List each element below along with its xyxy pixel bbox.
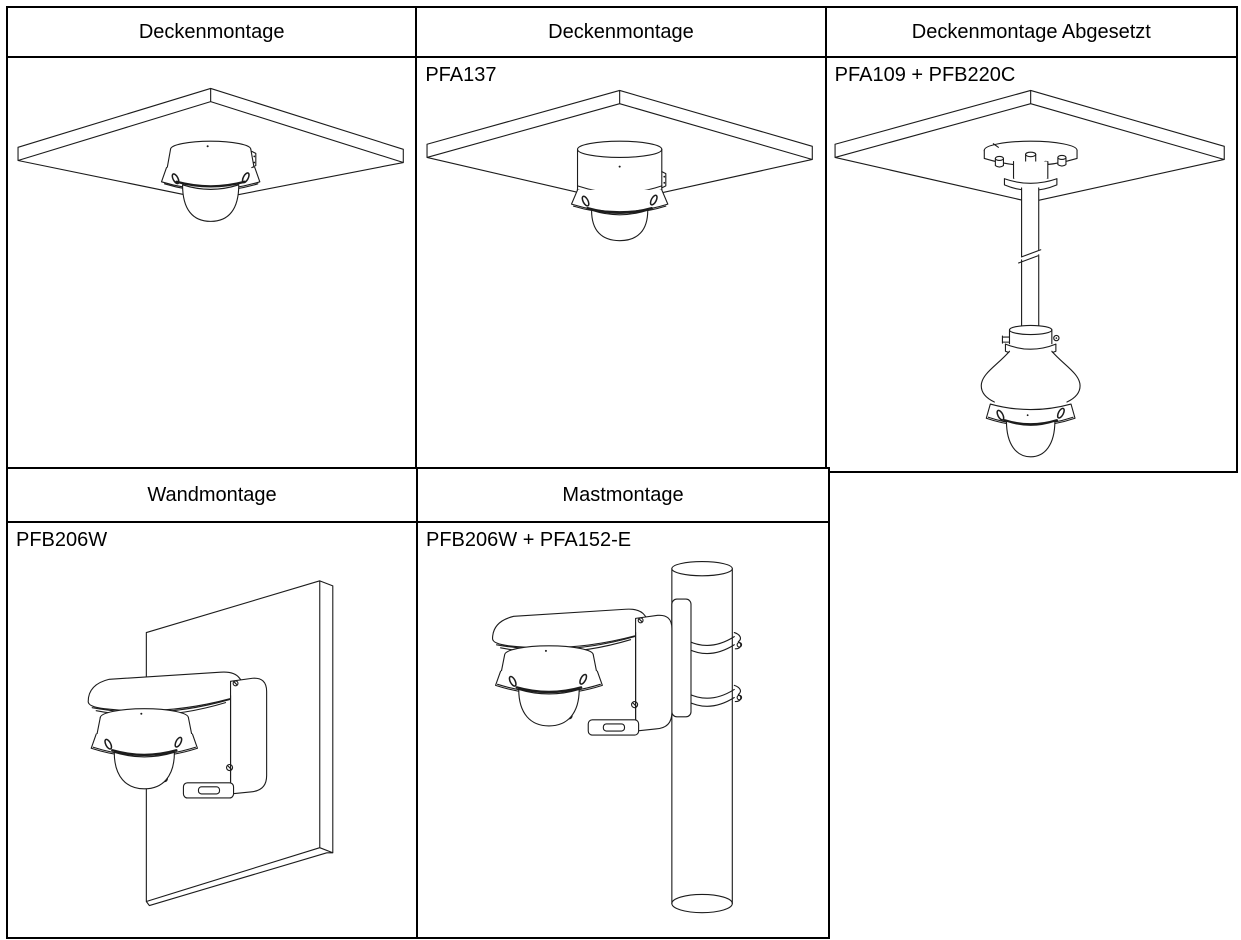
pendant-pole	[1017, 187, 1041, 331]
product-code-label: PFA109 + PFB220C	[834, 64, 1016, 86]
wall-mount-illustration	[87, 580, 334, 907]
pendant-mount-illustration	[834, 89, 1225, 458]
header-deckenmontage-abgesetzt: Deckenmontage Abgesetzt	[826, 8, 1236, 58]
header-deckenmontage-1: Deckenmontage	[8, 8, 418, 58]
junction-box-dome-camera	[571, 140, 669, 242]
cell-wall-mount: PFB206W	[8, 523, 418, 937]
ceiling-slab	[834, 89, 1225, 203]
ceiling-slab	[426, 89, 814, 203]
mounting-plate	[983, 140, 1078, 191]
product-code-label: PFB206W + PFA152-E	[426, 529, 632, 551]
junction-box-mount-illustration	[426, 89, 814, 242]
wall-bracket	[87, 671, 268, 799]
product-code-label: PFB206W	[16, 529, 108, 551]
header-deckenmontage-2: Deckenmontage	[417, 8, 827, 58]
product-code-label: PFA137	[425, 64, 497, 86]
header-wandmontage: Wandmontage	[8, 469, 418, 523]
dome-camera	[495, 645, 603, 727]
ceiling-slab	[17, 87, 404, 201]
wall-pole-mounts-table: Wandmontage Mastmontage PFB206W	[6, 467, 830, 939]
pole-straps	[671, 598, 743, 718]
cell-ceiling-mount-pfa137: PFA137	[417, 58, 827, 471]
pole	[671, 561, 733, 914]
ceiling-mounts-table: Deckenmontage Deckenmontage Deckenmontag…	[6, 6, 1238, 473]
wall-bracket	[491, 608, 673, 736]
cell-pendant-mount: PFA109 + PFB220C	[826, 58, 1236, 471]
bell-adapter-dome-camera	[980, 324, 1081, 458]
cell-ceiling-mount	[8, 58, 418, 471]
cell-pole-mount: PFB206W + PFA152-E	[418, 523, 828, 937]
pole-mount-illustration	[491, 561, 743, 914]
dome-camera	[90, 708, 199, 790]
ceiling-mount-illustration	[17, 87, 404, 222]
mini-dome-camera	[160, 140, 261, 222]
header-mastmontage: Mastmontage	[418, 469, 828, 523]
